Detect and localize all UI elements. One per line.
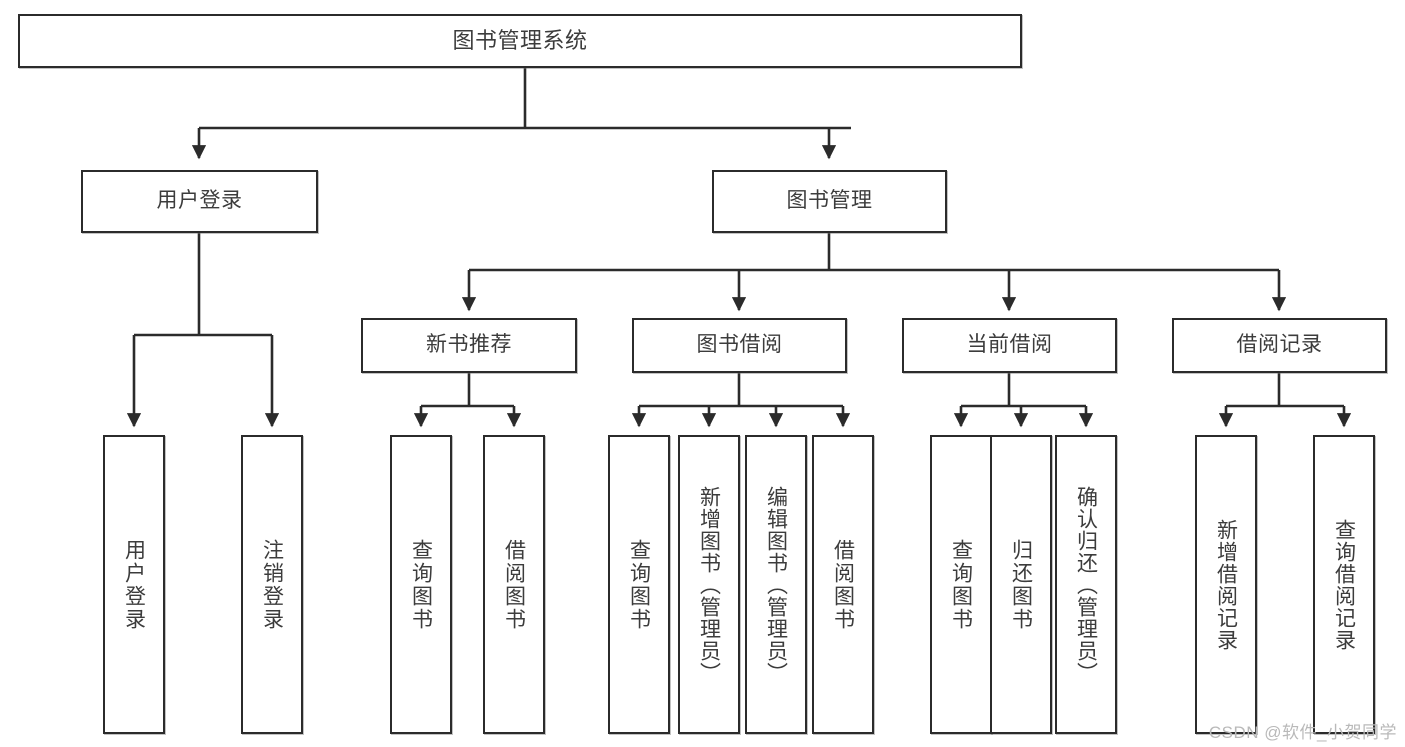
node-label: 注销登录	[260, 538, 284, 631]
node-borrow-record[interactable]: 借阅记录	[1172, 318, 1387, 373]
node-label: 查询借阅记录	[1332, 518, 1356, 651]
node-book-management[interactable]: 图书管理	[712, 170, 947, 233]
node-book-borrow[interactable]: 图书借阅	[632, 318, 847, 373]
leaf-current-query-book[interactable]: 查询图书	[930, 435, 992, 734]
node-label: 新增借阅记录	[1214, 518, 1238, 651]
node-current-borrow[interactable]: 当前借阅	[902, 318, 1117, 373]
node-label: 图书借阅	[696, 333, 783, 357]
leaf-new-book-borrow[interactable]: 借阅图书	[483, 435, 545, 734]
node-label: 编辑图书（管理员）	[764, 485, 788, 684]
node-new-book-recommend[interactable]: 新书推荐	[361, 318, 577, 373]
node-label: 用户登录	[122, 538, 146, 631]
leaf-borrow-query-book[interactable]: 查询图书	[608, 435, 670, 734]
node-label: 新书推荐	[426, 333, 512, 357]
leaf-record-add-borrow-record[interactable]: 新增借阅记录	[1195, 435, 1257, 734]
leaf-borrow-add-book-admin[interactable]: 新增图书（管理员）	[678, 435, 740, 734]
node-root-book-management-system[interactable]: 图书管理系统	[18, 14, 1022, 68]
node-label: 用户登录	[156, 189, 243, 213]
node-label: 确认归还（管理员）	[1074, 485, 1098, 684]
node-label: 借阅记录	[1236, 333, 1323, 357]
leaf-user-login-signin[interactable]: 用户登录	[103, 435, 165, 734]
leaf-borrow-borrow-book[interactable]: 借阅图书	[812, 435, 874, 734]
node-label: 图书管理	[786, 189, 873, 213]
node-label: 图书管理系统	[452, 28, 588, 54]
leaf-record-query-borrow-record[interactable]: 查询借阅记录	[1313, 435, 1375, 734]
node-user-login[interactable]: 用户登录	[81, 170, 318, 233]
node-label: 借阅图书	[502, 538, 526, 631]
leaf-current-return-book[interactable]: 归还图书	[990, 435, 1052, 734]
leaf-borrow-edit-book-admin[interactable]: 编辑图书（管理员）	[745, 435, 807, 734]
node-label: 新增图书（管理员）	[697, 485, 721, 684]
node-label: 查询图书	[627, 538, 651, 631]
node-label: 查询图书	[949, 538, 973, 631]
node-label: 归还图书	[1009, 538, 1033, 631]
watermark-text: CSDN @软件_小贺同学	[1208, 723, 1397, 742]
node-label: 查询图书	[409, 538, 433, 631]
leaf-user-login-signout[interactable]: 注销登录	[241, 435, 303, 734]
node-label: 当前借阅	[966, 333, 1053, 357]
leaf-new-book-query[interactable]: 查询图书	[390, 435, 452, 734]
node-label: 借阅图书	[831, 538, 855, 631]
leaf-current-confirm-return-admin[interactable]: 确认归还（管理员）	[1055, 435, 1117, 734]
